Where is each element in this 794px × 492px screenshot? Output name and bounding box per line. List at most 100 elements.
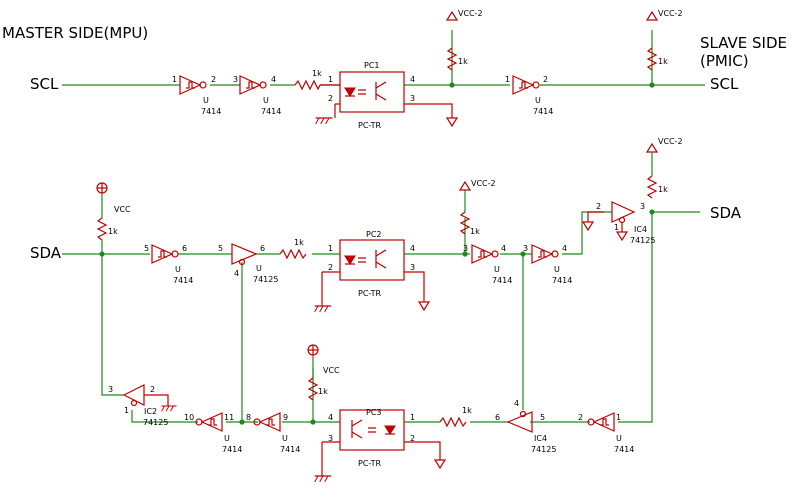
svg-text:PC1: PC1 xyxy=(364,61,380,70)
scl-resistor-1k: 1k xyxy=(294,69,322,91)
scl-junction-2 xyxy=(649,82,655,88)
svg-text:2: 2 xyxy=(543,75,548,84)
svg-text:2: 2 xyxy=(328,263,333,272)
svg-text:U: U xyxy=(175,265,181,274)
svg-text:11: 11 xyxy=(224,413,234,422)
svg-text:U: U xyxy=(256,264,262,273)
scl-inverter-1: 1 2 U 7414 xyxy=(172,75,221,116)
svg-text:VCC-2: VCC-2 xyxy=(658,9,683,18)
svg-text:2: 2 xyxy=(328,94,333,103)
scl-junction-1 xyxy=(449,82,455,88)
svg-text:74125: 74125 xyxy=(143,418,168,427)
sda-right-label: SDA xyxy=(710,204,742,222)
svg-text:5: 5 xyxy=(218,244,223,253)
sda-junction-1 xyxy=(99,251,105,257)
svg-text:1: 1 xyxy=(614,223,619,232)
scl-inverter-2: 3 4 U 7414 xyxy=(233,75,281,116)
svg-text:3: 3 xyxy=(463,244,468,253)
svg-text:PC-TR: PC-TR xyxy=(358,459,381,468)
sda-left-label: SDA xyxy=(30,244,62,262)
svg-text:1: 1 xyxy=(328,75,333,84)
svg-text:7414: 7414 xyxy=(201,107,221,116)
svg-text:4: 4 xyxy=(562,244,567,253)
svg-text:IC4: IC4 xyxy=(634,225,647,234)
svg-text:5: 5 xyxy=(144,244,149,253)
sda-junction-2 xyxy=(239,419,245,425)
svg-text:U: U xyxy=(535,96,541,105)
svg-text:7414: 7414 xyxy=(614,445,634,454)
scl-pullup-vcc2: VCC-2 1k xyxy=(445,9,483,71)
svg-text:7414: 7414 xyxy=(492,276,512,285)
svg-text:PC2: PC2 xyxy=(366,230,382,239)
svg-text:1k: 1k xyxy=(470,227,480,236)
scl-slave-pullup-vcc2: VCC-2 1k xyxy=(645,9,683,71)
svg-text:8: 8 xyxy=(246,413,251,422)
ic2-buffer: 3 2 1 IC2 74125 xyxy=(108,384,178,427)
slave-side-label: SLAVE SIDE xyxy=(700,34,787,52)
svg-text:1: 1 xyxy=(328,244,333,253)
svg-text:4: 4 xyxy=(501,244,506,253)
svg-text:1: 1 xyxy=(616,413,621,422)
sda-master-return-wire xyxy=(101,240,124,396)
sda-buffer-74125-a: 5 6 4 U 74125 xyxy=(218,243,278,284)
ic4-buffer-top: 2 3 1 IC4 74125 xyxy=(581,201,655,245)
svg-text:6: 6 xyxy=(260,244,265,253)
scl-left-label: SCL xyxy=(30,75,59,93)
svg-text:4: 4 xyxy=(234,269,239,278)
svg-text:7414: 7414 xyxy=(280,445,300,454)
svg-text:VCC-2: VCC-2 xyxy=(458,9,483,18)
sda-master-pullup-vcc: VCC 1k xyxy=(96,182,131,241)
svg-text:7414: 7414 xyxy=(533,107,553,116)
svg-text:3: 3 xyxy=(108,385,113,394)
svg-text:3: 3 xyxy=(233,75,238,84)
svg-text:2: 2 xyxy=(578,413,583,422)
svg-text:U: U xyxy=(616,434,622,443)
svg-text:4: 4 xyxy=(271,75,276,84)
sda-resistor-1k-b: 1k xyxy=(439,406,472,428)
pc2-optocoupler: PC2 PC-TR 1 2 4 3 xyxy=(313,230,431,313)
svg-text:3: 3 xyxy=(640,202,645,211)
svg-text:U: U xyxy=(203,96,209,105)
scl-row: SCL SCL 1 2 U 7414 3 4 U 7414 xyxy=(30,9,739,130)
svg-text:U: U xyxy=(554,265,560,274)
svg-text:U: U xyxy=(282,434,288,443)
svg-text:7414: 7414 xyxy=(552,276,572,285)
svg-text:7414: 7414 xyxy=(261,107,281,116)
sda-inverter-3-4-b: 3 4 U 7414 xyxy=(523,244,572,285)
svg-text:2: 2 xyxy=(596,202,601,211)
scl-right-label: SCL xyxy=(710,75,739,93)
sda-junction-3 xyxy=(310,419,316,425)
svg-text:PC-TR: PC-TR xyxy=(358,121,381,130)
pc1-optocoupler: PC1 PC-TR 1 2 4 3 xyxy=(314,61,459,130)
slave-side-pmic-label: (PMIC) xyxy=(700,52,749,70)
sda-inverter-5-6: 5 6 U 7414 xyxy=(144,244,193,285)
svg-text:74125: 74125 xyxy=(630,236,655,245)
svg-text:PC-TR: PC-TR xyxy=(358,289,381,298)
sda-row: SDA SDA VCC 1k 5 6 xyxy=(30,137,742,483)
svg-text:IC4: IC4 xyxy=(534,434,547,443)
svg-text:1k: 1k xyxy=(294,238,304,247)
svg-text:1k: 1k xyxy=(658,185,668,194)
sda-inverter-1-2: 2 1 U 7414 xyxy=(578,412,634,454)
svg-text:1k: 1k xyxy=(108,227,118,236)
sda-junction-6 xyxy=(649,209,655,215)
svg-text:74125: 74125 xyxy=(253,275,278,284)
svg-text:1k: 1k xyxy=(658,57,668,66)
sda-junction-5 xyxy=(520,251,526,257)
svg-text:3: 3 xyxy=(328,434,333,443)
svg-text:1k: 1k xyxy=(462,406,472,415)
svg-text:4: 4 xyxy=(514,399,519,408)
svg-text:PC3: PC3 xyxy=(366,408,382,417)
sda-resistor-1k-a: 1k xyxy=(279,238,307,260)
ic2-output-wire xyxy=(131,410,198,423)
sda-pc2-pullup-vcc2: VCC-2 1k xyxy=(458,179,496,236)
svg-text:10: 10 xyxy=(184,413,194,422)
svg-text:9: 9 xyxy=(283,413,288,422)
svg-text:3: 3 xyxy=(410,94,415,103)
svg-text:VCC-2: VCC-2 xyxy=(471,179,496,188)
sda-inverter-11-10: 10 11 U 7414 xyxy=(184,412,242,454)
sda-pc3-pullup-vcc: VCC 1k xyxy=(307,344,340,401)
ic4-buffer-bottom: 6 5 4 IC4 74125 xyxy=(495,399,556,454)
svg-text:4: 4 xyxy=(328,413,333,422)
pc3-optocoupler: PC3 PC-TR 4 3 1 2 xyxy=(313,408,447,483)
